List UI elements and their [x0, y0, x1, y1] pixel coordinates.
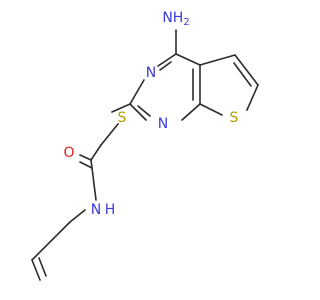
atom-o: O [63, 145, 74, 161]
bond-c6-s7 [246, 84, 259, 111]
atom-n1: N [158, 116, 168, 132]
atom-amide-n: N [91, 202, 101, 218]
bond-co-nh [90, 159, 97, 201]
structure-svg: NH2 N N S S O N H [31, 10, 259, 281]
bond-ch2-ch [31, 221, 71, 261]
bond-c2-n1 [129, 103, 147, 121]
atoms: NH2 N N S S O N H [63, 10, 238, 218]
bond-c2-n1-double [137, 105, 151, 117]
bond-c4a-c5 [199, 54, 236, 66]
bond-c4-n3-double [159, 61, 172, 71]
bond-co-o [79, 154, 92, 161]
atom-nh2-group: NH2 [162, 10, 189, 28]
atom-s-thiophene: S [230, 110, 239, 126]
bonds [31, 29, 259, 281]
bond-co-o-double [79, 161, 93, 169]
atom-nh2-subscript: 2 [183, 17, 189, 28]
bond-c4-n3 [157, 53, 177, 67]
bond-n3-c2 [129, 79, 145, 105]
bond-nh-ch2 [69, 209, 86, 223]
bond-c5-c6-double [233, 62, 252, 87]
atom-nh2-main: NH [162, 10, 183, 26]
bond-s-ch2 [100, 123, 119, 146]
atom-amide-h: H [105, 202, 116, 218]
atom-s-thioether: S [118, 110, 127, 126]
bond-s7-c7a [199, 103, 223, 116]
bond-ch2-co [90, 144, 102, 161]
atom-n3: N [146, 65, 156, 81]
bond-c4a-c4 [175, 53, 201, 66]
bond-ch-ch2-double [38, 257, 47, 277]
bond-c5-c6 [234, 54, 259, 86]
bond-n1-c7a [181, 103, 201, 121]
bond-c2-s [111, 103, 131, 113]
bond-ch-ch2 [31, 259, 41, 281]
molecule-diagram: NH2 N N S S O N H [31, 10, 259, 281]
